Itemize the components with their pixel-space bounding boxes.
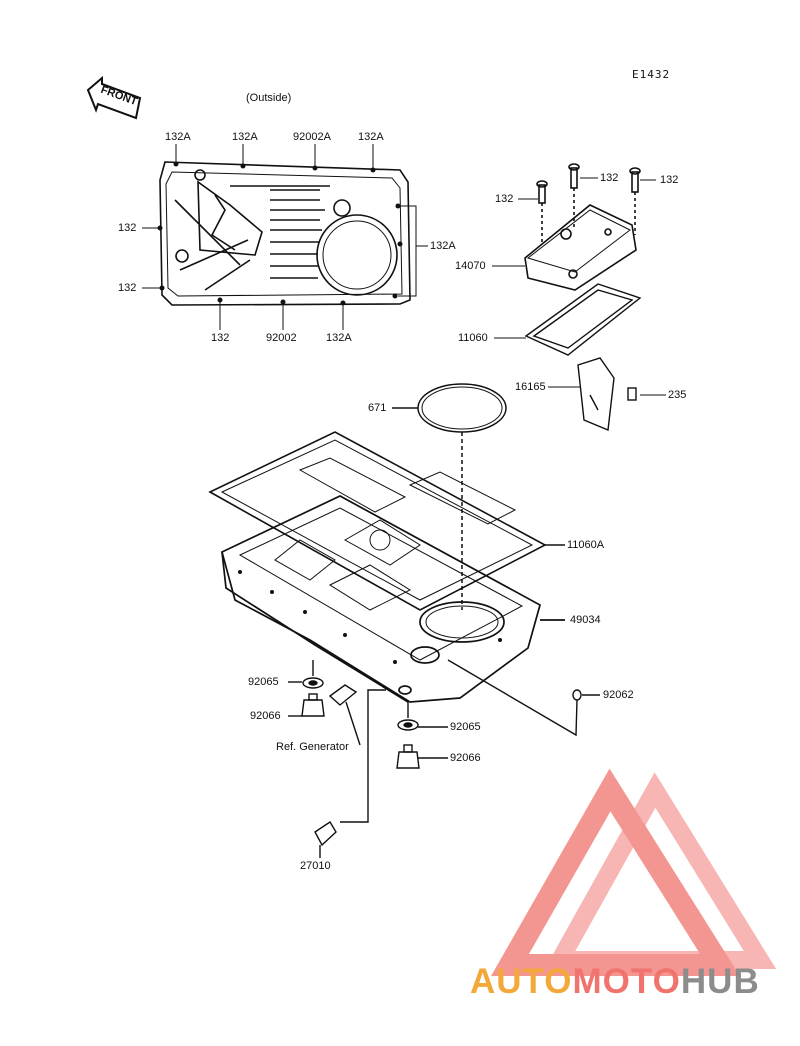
callout-132-left-2: 132 <box>118 282 137 294</box>
callout-11060a: 11060A <box>567 539 605 551</box>
callout-14070: 14070 <box>455 260 486 272</box>
ref-generator-label: Ref. Generator <box>276 741 349 753</box>
callout-27010: 27010 <box>300 860 331 872</box>
callout-132-cover-a: 132 <box>495 193 514 205</box>
watermark-logo-icon <box>491 768 777 976</box>
leader-lines-cover <box>492 177 666 396</box>
watermark-part-moto: MOTO <box>572 962 681 1001</box>
outer-cover-plate <box>157 161 411 306</box>
view-note: (Outside) <box>246 92 292 104</box>
callout-92065-b: 92065 <box>450 721 481 733</box>
cover-gasket-11060 <box>524 283 642 356</box>
separator-plate-16165 <box>577 357 637 432</box>
callout-92066-b: 92066 <box>450 752 481 764</box>
callout-16165: 16165 <box>515 381 546 393</box>
watermark-text: AUTOMOTOHUB <box>470 962 760 1002</box>
callout-92062: 92062 <box>603 689 634 701</box>
callout-132a-2: 132A <box>232 131 258 143</box>
callout-49034: 49034 <box>570 614 601 626</box>
callout-132a-1: 132A <box>165 131 191 143</box>
callout-132-cover-c: 132 <box>660 174 679 186</box>
watermark-part-auto: AUTO <box>470 962 573 1001</box>
callout-92002: 92002 <box>266 332 297 344</box>
callout-11060: 11060 <box>458 332 488 344</box>
callout-132-cover-b: 132 <box>600 172 619 184</box>
callout-132a-right: 132A <box>430 240 456 252</box>
callout-235: 235 <box>668 389 687 401</box>
callout-671: 671 <box>368 402 387 414</box>
callout-132-bottom: 132 <box>211 332 230 344</box>
oil-pan-49034 <box>220 495 565 703</box>
breather-cover <box>524 163 641 291</box>
diagram-code: E1432 <box>632 68 671 81</box>
oil-pan-gasket-11060A <box>208 431 565 611</box>
callout-92002a: 92002A <box>293 131 331 143</box>
watermark-part-hub: HUB <box>680 962 760 1001</box>
callout-92066-a: 92066 <box>250 710 281 722</box>
callout-132a-3: 132A <box>358 131 384 143</box>
leader-lines-top <box>142 144 428 330</box>
callout-132-left-1: 132 <box>118 222 137 234</box>
callout-132a-bottom: 132A <box>326 332 352 344</box>
callout-92065-a: 92065 <box>248 676 279 688</box>
o-ring-671 <box>392 383 507 610</box>
drain-hardware <box>288 659 600 858</box>
front-arrow-icon <box>86 75 142 120</box>
